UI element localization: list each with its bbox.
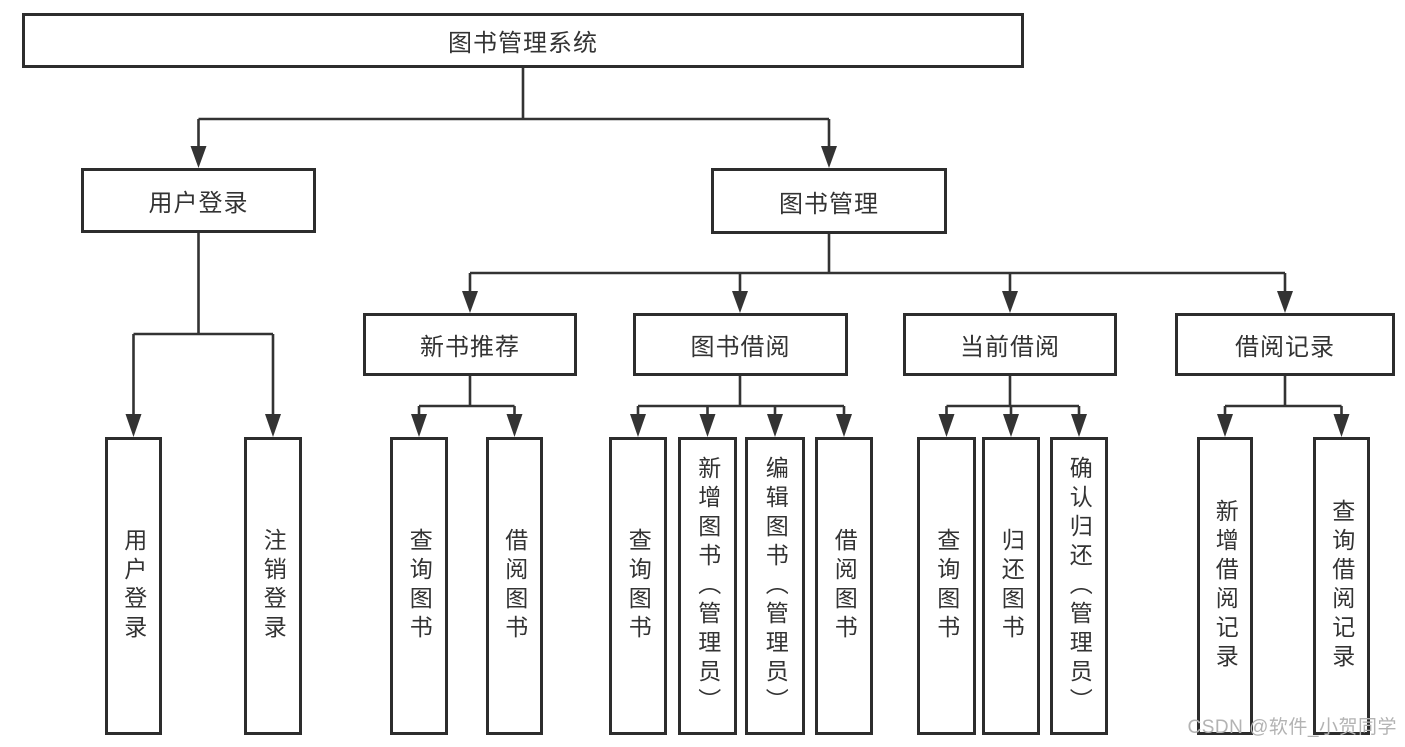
- leaf-records-add-record-label: 新增借阅记录: [1212, 499, 1239, 673]
- leaf-current-confirm-return-admin: 确认归还（管理员）: [1050, 437, 1108, 735]
- leaf-newbook-query-books: 查询图书: [390, 437, 448, 735]
- leaf-user-login: 用户登录: [105, 437, 162, 735]
- leaf-records-add-record: 新增借阅记录: [1197, 437, 1253, 735]
- node-current-borrowing: 当前借阅: [903, 313, 1117, 376]
- leaf-current-return-books-label: 归还图书: [998, 528, 1025, 644]
- leaf-newbook-borrow-books-label: 借阅图书: [501, 528, 528, 644]
- node-borrowing-records: 借阅记录: [1175, 313, 1395, 376]
- leaf-current-return-books: 归还图书: [982, 437, 1040, 735]
- node-new-book-recommend: 新书推荐: [363, 313, 577, 376]
- leaf-borrowing-borrow-books: 借阅图书: [815, 437, 873, 735]
- leaf-current-query-books-label: 查询图书: [933, 528, 960, 644]
- leaf-borrowing-query-books: 查询图书: [609, 437, 667, 735]
- leaf-borrowing-query-books-label: 查询图书: [625, 528, 652, 644]
- arrowhead-icons: [125, 146, 1350, 437]
- leaf-newbook-query-books-label: 查询图书: [406, 528, 433, 644]
- leaf-borrowing-edit-books-admin: 编辑图书（管理员）: [745, 437, 805, 735]
- leaf-records-query-record: 查询借阅记录: [1313, 437, 1370, 735]
- node-user-login: 用户登录: [81, 168, 316, 233]
- node-library-management-system: 图书管理系统: [22, 13, 1024, 68]
- leaf-borrowing-add-books-admin-label: 新增图书（管理员）: [694, 455, 721, 717]
- leaf-newbook-borrow-books: 借阅图书: [486, 437, 543, 735]
- leaf-borrowing-add-books-admin: 新增图书（管理员）: [678, 437, 737, 735]
- leaf-borrowing-edit-books-admin-label: 编辑图书（管理员）: [762, 455, 789, 717]
- tree-edges: [132, 68, 1343, 418]
- node-book-management: 图书管理: [711, 168, 947, 234]
- leaf-borrowing-borrow-books-label: 借阅图书: [831, 528, 858, 644]
- node-book-borrowing: 图书借阅: [633, 313, 848, 376]
- leaf-logout: 注销登录: [244, 437, 302, 735]
- leaf-user-login-label: 用户登录: [120, 528, 147, 644]
- leaf-records-query-record-label: 查询借阅记录: [1328, 499, 1355, 673]
- leaf-current-query-books: 查询图书: [917, 437, 976, 735]
- leaf-current-confirm-return-admin-label: 确认归还（管理员）: [1066, 455, 1093, 717]
- leaf-logout-label: 注销登录: [260, 528, 287, 644]
